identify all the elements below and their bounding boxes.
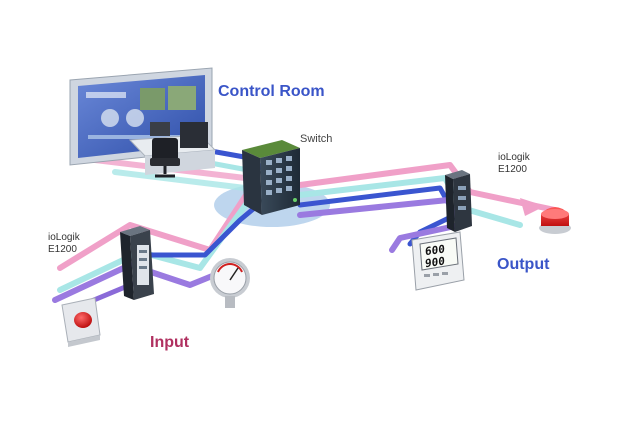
cable-blue-left	[137, 202, 261, 258]
iologik-right-label-line1: ioLogik	[498, 152, 530, 163]
iologik-left-label-line1: ioLogik	[48, 232, 80, 243]
iologik-right-label: ioLogik E1200	[498, 152, 530, 176]
iologik-left-device	[120, 226, 154, 300]
output-label: Output	[497, 256, 550, 273]
cable-pink-left	[57, 183, 255, 271]
iologik-right-label-line2: E1200	[498, 164, 527, 175]
operator-chair	[150, 138, 180, 178]
output-arrow	[520, 198, 545, 216]
cable-purple-left	[52, 262, 225, 303]
iologik-left-label: ioLogik E1200	[48, 232, 80, 256]
input-label: Input	[150, 334, 190, 351]
display-line1: 600	[425, 243, 445, 259]
display-line2: 900	[425, 255, 445, 271]
pressure-gauge	[210, 258, 250, 308]
push-button-device	[61, 297, 101, 347]
iologik-right-device	[445, 170, 472, 232]
control-room-label: Control Room	[218, 83, 325, 100]
cable-cyan-front	[112, 169, 248, 191]
switch-label: Switch	[300, 133, 333, 145]
digital-display-device: 600 900	[411, 231, 465, 291]
alarm-light	[539, 207, 571, 234]
control-room-monitor	[69, 67, 213, 166]
iologik-left-label-line2: E1200	[48, 244, 77, 255]
ethernet-switch	[242, 140, 300, 215]
